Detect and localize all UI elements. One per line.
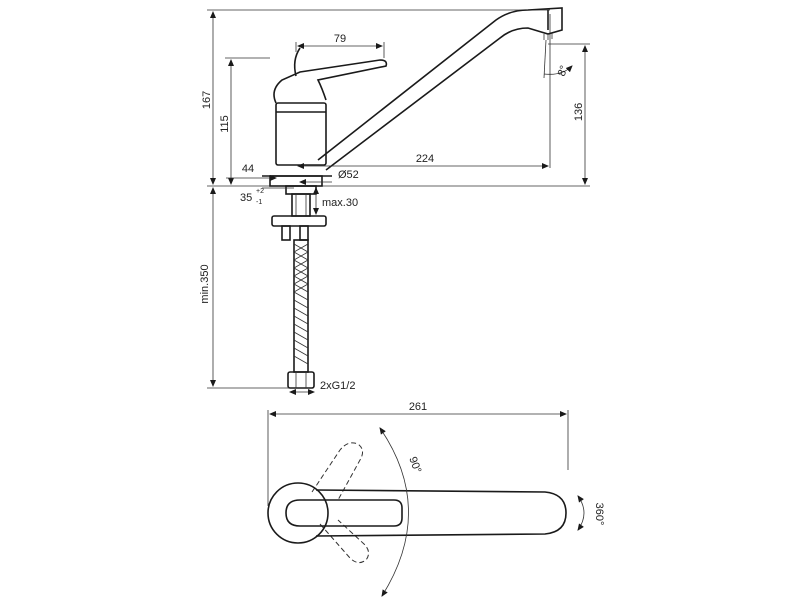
dim-handle-rotation: 90° [406,455,423,475]
handle-lever [273,59,388,104]
dim-connection: 2xG1/2 [320,380,355,392]
handle-ghost-rotated-up [311,442,364,501]
dim-hole-tolerance-minus: -1 [256,199,262,206]
top-view: 261 90° 360° [267,401,605,597]
handle-ghost-rotated-down [319,519,370,564]
dim-spout-height: 136 [573,103,585,121]
dim-handle-length: 79 [334,33,346,45]
dim-base-diameter: Ø52 [338,169,359,181]
dim-hose-length: min.350 [199,264,211,303]
flex-hose [287,239,315,389]
base-plate [269,175,323,187]
dim-spout-rotation: 360° [593,503,605,526]
dim-hole-tolerance-plus: +2 [256,188,264,195]
dim-height-body: 115 [219,115,231,133]
dim-spout-reach: 224 [416,153,434,165]
dim-top-length: 261 [409,401,427,413]
dim-spout-angle: 8° [556,64,571,78]
spout [317,7,563,171]
side-view: 167 115 79 224 44 Ø52 35 +2 -1 max.30 13… [199,7,590,395]
dim-max-thickness: max.30 [322,197,358,209]
top-body [267,482,567,544]
mounting-assembly [271,185,327,241]
dim-height-total: 167 [201,91,213,109]
dim-base-width: 44 [242,163,254,175]
dim-hole-diameter: 35 [240,192,252,204]
